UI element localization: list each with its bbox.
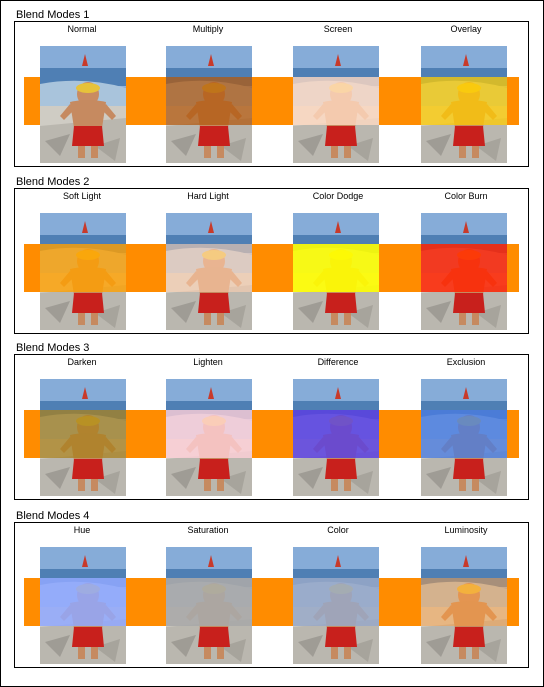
- section-title: Blend Modes 2: [16, 176, 90, 188]
- blend-section: Blend Modes 2 Soft Light Hard Light Color D…: [14, 176, 529, 334]
- section-box: Hue Saturation Color Luminosity: [14, 522, 529, 668]
- blend-overlay: [421, 410, 507, 458]
- section-box: Normal Multiply Screen Overlay: [14, 21, 529, 167]
- mode-label: Luminosity: [444, 525, 488, 535]
- mode-label: Exclusion: [446, 357, 486, 367]
- blend-section: Blend Modes 3 Darken Lighten Difference Excl…: [14, 342, 529, 500]
- blend-overlay: [293, 410, 379, 458]
- blend-overlay: [166, 578, 252, 626]
- mode-label: Darken: [67, 357, 97, 367]
- mode-label: Color Burn: [444, 191, 488, 201]
- blend-overlay: [166, 77, 252, 125]
- mode-label: Color: [327, 525, 349, 535]
- blend-overlay: [421, 77, 507, 125]
- mode-label: Screen: [323, 24, 353, 34]
- mode-label: Lighten: [193, 357, 223, 367]
- blend-overlay: [40, 578, 126, 626]
- blend-overlay: [40, 244, 126, 292]
- mode-label: Overlay: [450, 24, 482, 34]
- blend-overlay: [421, 244, 507, 292]
- mode-label: Color Dodge: [312, 191, 364, 201]
- blend-overlay: [293, 244, 379, 292]
- blend-overlay: [166, 244, 252, 292]
- blend-overlay: [293, 578, 379, 626]
- mode-label: Difference: [317, 357, 359, 367]
- mode-label: Saturation: [187, 525, 229, 535]
- sample-photo: [40, 379, 126, 496]
- section-box: Soft Light Hard Light Color Dodge Color Bur…: [14, 188, 529, 334]
- blend-overlay: [166, 410, 252, 458]
- mode-label: Hard Light: [187, 191, 229, 201]
- blend-section: Blend Modes 1 Normal Multiply Screen Overlay: [14, 9, 529, 167]
- blend-overlay: [421, 578, 507, 626]
- section-title: Blend Modes 3: [16, 342, 90, 354]
- section-title: Blend Modes 4: [16, 510, 90, 522]
- blend-overlay: [293, 77, 379, 125]
- mode-label: Soft Light: [62, 191, 102, 201]
- section-box: Darken Lighten Difference Exclusion: [14, 354, 529, 500]
- blend-overlay: [40, 410, 126, 458]
- blend-section: Blend Modes 4 Hue Saturation Color Luminosit…: [14, 510, 529, 668]
- blended-photo-strip: [40, 77, 126, 125]
- mode-label: Multiply: [192, 24, 224, 34]
- mode-label: Hue: [73, 525, 91, 535]
- mode-label: Normal: [67, 24, 97, 34]
- section-title: Blend Modes 1: [16, 9, 90, 21]
